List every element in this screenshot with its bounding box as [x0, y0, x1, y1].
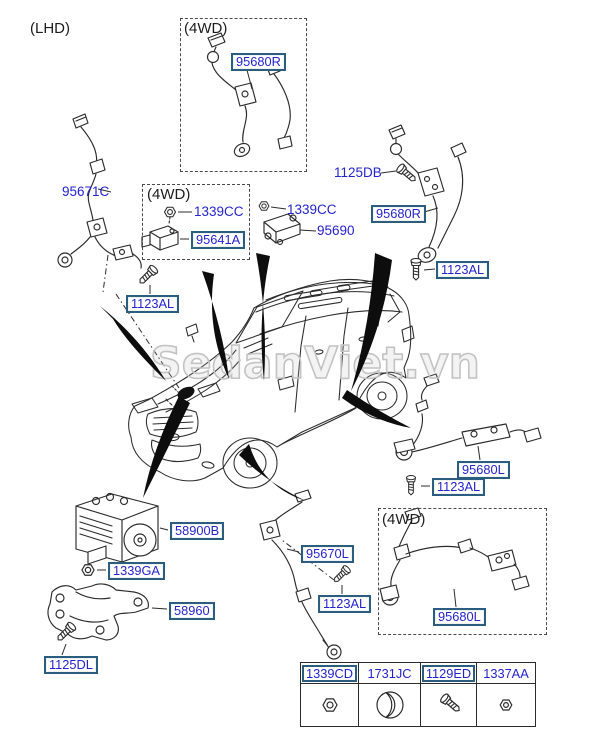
legend-cell-1339CD: [301, 684, 359, 726]
legend-header-1337AA[interactable]: 1337AA: [477, 663, 535, 684]
bolt-1123AL-mid-drawing: [330, 563, 353, 586]
group-label-4wd-bottom-right: (4WD): [382, 511, 426, 528]
part-label-1125DB[interactable]: 1125DB: [334, 165, 382, 180]
legend-header-1731JC[interactable]: 1731JC: [359, 663, 421, 684]
group-box-4wd-top: [180, 18, 307, 172]
bolt-1123AL-right-bottom-drawing: [405, 475, 417, 496]
nut-1339GA-drawing: [81, 564, 95, 576]
nut-icon: [321, 698, 338, 712]
part-label-1123AL-right-bottom[interactable]: 1123AL: [432, 478, 486, 496]
legend-code-1339CD[interactable]: 1339CD: [302, 664, 357, 682]
legend-code-1129ED[interactable]: 1129ED: [421, 664, 476, 682]
part-label-95690[interactable]: 95690: [317, 223, 355, 238]
bolt-1123AL-right-top-drawing: [410, 257, 422, 281]
group-box-4wd-left: [142, 184, 250, 260]
part-label-95670L[interactable]: 95670L: [301, 545, 354, 563]
bolt-1125DB-drawing: [394, 162, 419, 185]
part-label-95680L-right[interactable]: 95680L: [457, 461, 510, 479]
drive-note-lhd: (LHD): [30, 20, 70, 37]
legend-code-1731JC[interactable]: 1731JC: [367, 665, 412, 681]
part-label-95671C[interactable]: 95671C: [62, 184, 110, 199]
part-label-95641A[interactable]: 95641A: [191, 231, 246, 249]
abs-sensor-front-left-lower-drawing: [259, 489, 342, 660]
legend-header-1129ED[interactable]: 1129ED: [421, 663, 477, 684]
part-label-1339CC-right[interactable]: 1339CC: [287, 202, 337, 217]
plug-icon: [375, 691, 404, 719]
part-label-1123AL-mid[interactable]: 1123AL: [318, 595, 372, 613]
part-label-1339GA[interactable]: 1339GA: [108, 562, 165, 580]
watermark: SedanViet.vn: [149, 337, 481, 390]
legend-cell-1731JC: [359, 684, 421, 726]
group-label-4wd-top: (4WD): [184, 20, 228, 37]
group-box-4wd-bottom-right: [378, 508, 547, 635]
part-label-1123AL-right-top[interactable]: 1123AL: [436, 261, 490, 279]
hardware-legend-table: 1339CD 1731JC 1129ED 1337AA: [300, 662, 536, 727]
part-label-1339CC-left[interactable]: 1339CC: [194, 204, 244, 219]
bolt-1125DL-drawing: [54, 620, 78, 644]
abs-bracket-drawing: [47, 583, 149, 641]
abs-hydraulic-module-drawing: [75, 492, 159, 565]
part-label-58960[interactable]: 58960: [169, 602, 215, 620]
legend-header-1339CD[interactable]: 1339CD: [301, 663, 359, 684]
part-label-1125DL[interactable]: 1125DL: [44, 656, 98, 674]
abs-sensor-rear-right-drawing: [388, 124, 467, 263]
bolt-1123AL-left-drawing: [136, 263, 160, 287]
part-label-95680R-top[interactable]: 95680R: [231, 53, 286, 71]
part-label-58900B[interactable]: 58900B: [170, 522, 225, 540]
bolt-icon: [438, 692, 463, 715]
nut-icon: [499, 699, 513, 711]
legend-cell-1129ED: [421, 684, 477, 726]
part-label-1123AL-left[interactable]: 1123AL: [126, 295, 180, 313]
legend-cell-1337AA: [477, 684, 535, 726]
group-label-4wd-left: (4WD): [147, 186, 191, 203]
part-label-95680R-right[interactable]: 95680R: [371, 205, 426, 223]
legend-code-1337AA[interactable]: 1337AA: [483, 665, 529, 681]
part-label-95680L-bottom[interactable]: 95680L: [433, 608, 486, 626]
